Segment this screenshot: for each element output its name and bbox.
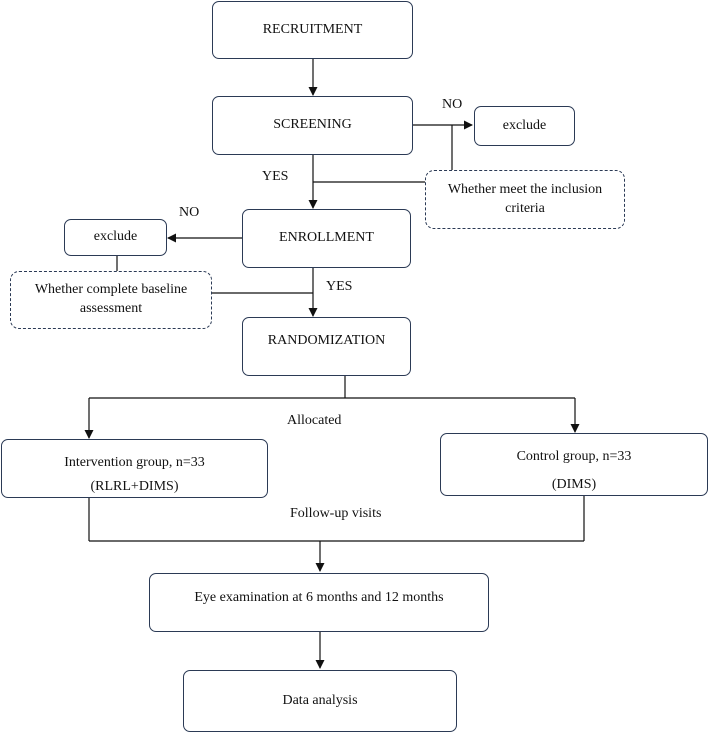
intervention-group-label: Intervention group, n=33 [64,455,205,470]
enrollment-box: ENROLLMENT [242,209,411,268]
inclusion-criteria-box: Whether meet the inclusion criteria [425,170,625,229]
no-label-enrollment: NO [179,205,200,220]
baseline-assessment-text: Whether complete baseline assessment [34,282,188,316]
yes-label-screening: YES [262,169,289,184]
recruitment-box: RECRUITMENT [212,1,413,59]
enrollment-text: ENROLLMENT [279,230,374,246]
data-analysis-box: Data analysis [183,670,457,732]
inclusion-criteria-text: Whether meet the inclusion criteria [447,181,603,216]
exclude-box-left: exclude [64,219,167,256]
screening-text: SCREENING [273,117,352,133]
yes-label-enrollment: YES [326,279,353,294]
intervention-group-box: Intervention group, n=33 (RLRL+DIMS) [1,439,268,498]
eye-examination-box: Eye examination at 6 months and 12 month… [149,573,489,632]
screening-box: SCREENING [212,96,413,155]
baseline-assessment-box: Whether complete baseline assessment [10,271,212,329]
randomization-box: RANDOMIZATION [242,317,411,376]
exclude-left-text: exclude [93,229,138,245]
control-group-box: Control group, n=33 (DIMS) [440,433,708,496]
eye-examination-text: Eye examination at 6 months and 12 month… [194,590,444,606]
randomization-text: RANDOMIZATION [267,333,386,348]
exclude-right-text: exclude [502,117,547,133]
intervention-group-treatment: (RLRL+DIMS) [90,479,179,495]
recruitment-text: RECRUITMENT [262,21,363,37]
data-analysis-text: Data analysis [282,692,358,708]
allocated-label: Allocated [287,413,342,428]
control-group-treatment: (DIMS) [551,477,597,493]
exclude-box-right: exclude [474,106,575,146]
no-label-screening: NO [442,97,463,112]
follow-up-label: Follow-up visits [290,506,382,521]
control-group-label: Control group, n=33 [516,449,632,464]
